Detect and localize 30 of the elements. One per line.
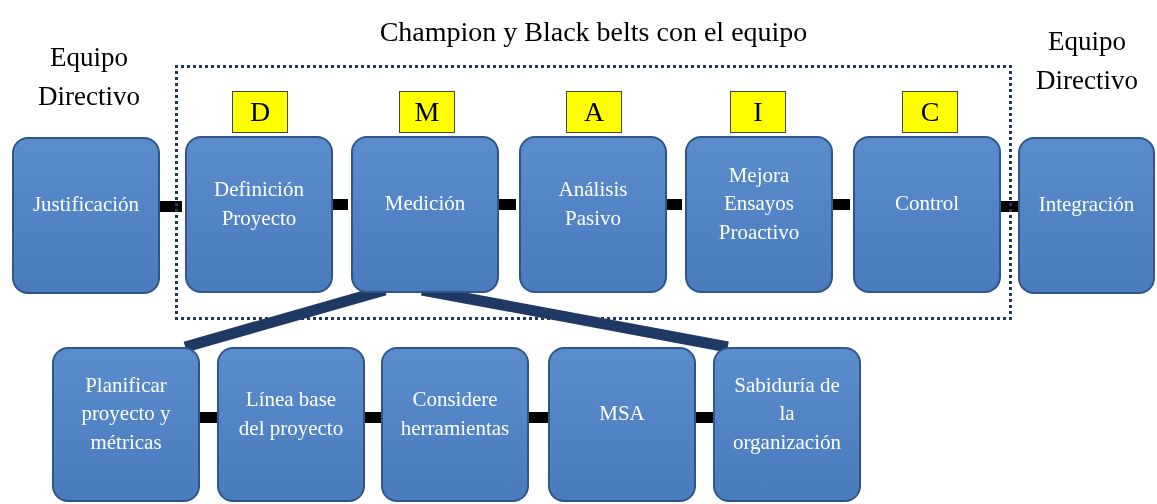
connector-line: [696, 412, 713, 423]
process-box: Mejora Ensayos Proactivo: [685, 136, 833, 293]
phase-letter-box: D: [232, 91, 288, 133]
process-box: Integración: [1018, 137, 1155, 294]
process-box: MSA: [548, 347, 696, 502]
process-box: Planificar proyecto y métricas: [52, 347, 200, 502]
connector-line: [200, 412, 217, 423]
phase-letter-box: M: [399, 91, 455, 133]
process-box: Definición Proyecto: [185, 136, 333, 293]
process-box: Medición: [351, 136, 499, 293]
process-box: Justificación: [12, 137, 160, 294]
connector-line: [664, 199, 682, 210]
team-label: Equipo Directivo: [1035, 25, 1139, 98]
connector-line: [330, 199, 348, 210]
process-box: Línea base del proyecto: [217, 347, 365, 502]
connector-line: [365, 412, 381, 423]
team-label: Equipo Directivo: [37, 41, 141, 114]
connector-line: [496, 199, 516, 210]
connector-line: [830, 199, 850, 210]
phase-letter-box: C: [902, 91, 958, 133]
connector-line: [160, 201, 182, 212]
phase-letter-box: A: [566, 91, 622, 133]
process-box: Considere herramientas: [381, 347, 529, 502]
process-box: Sabiduría de la organización: [713, 347, 861, 502]
phase-letter-box: I: [730, 91, 786, 133]
connector-line: [529, 412, 548, 423]
group-title: Champion y Black belts con el equipo: [378, 16, 809, 48]
process-box: Análisis Pasivo: [519, 136, 667, 293]
connector-line: [998, 201, 1018, 212]
process-box: Control: [853, 136, 1001, 293]
